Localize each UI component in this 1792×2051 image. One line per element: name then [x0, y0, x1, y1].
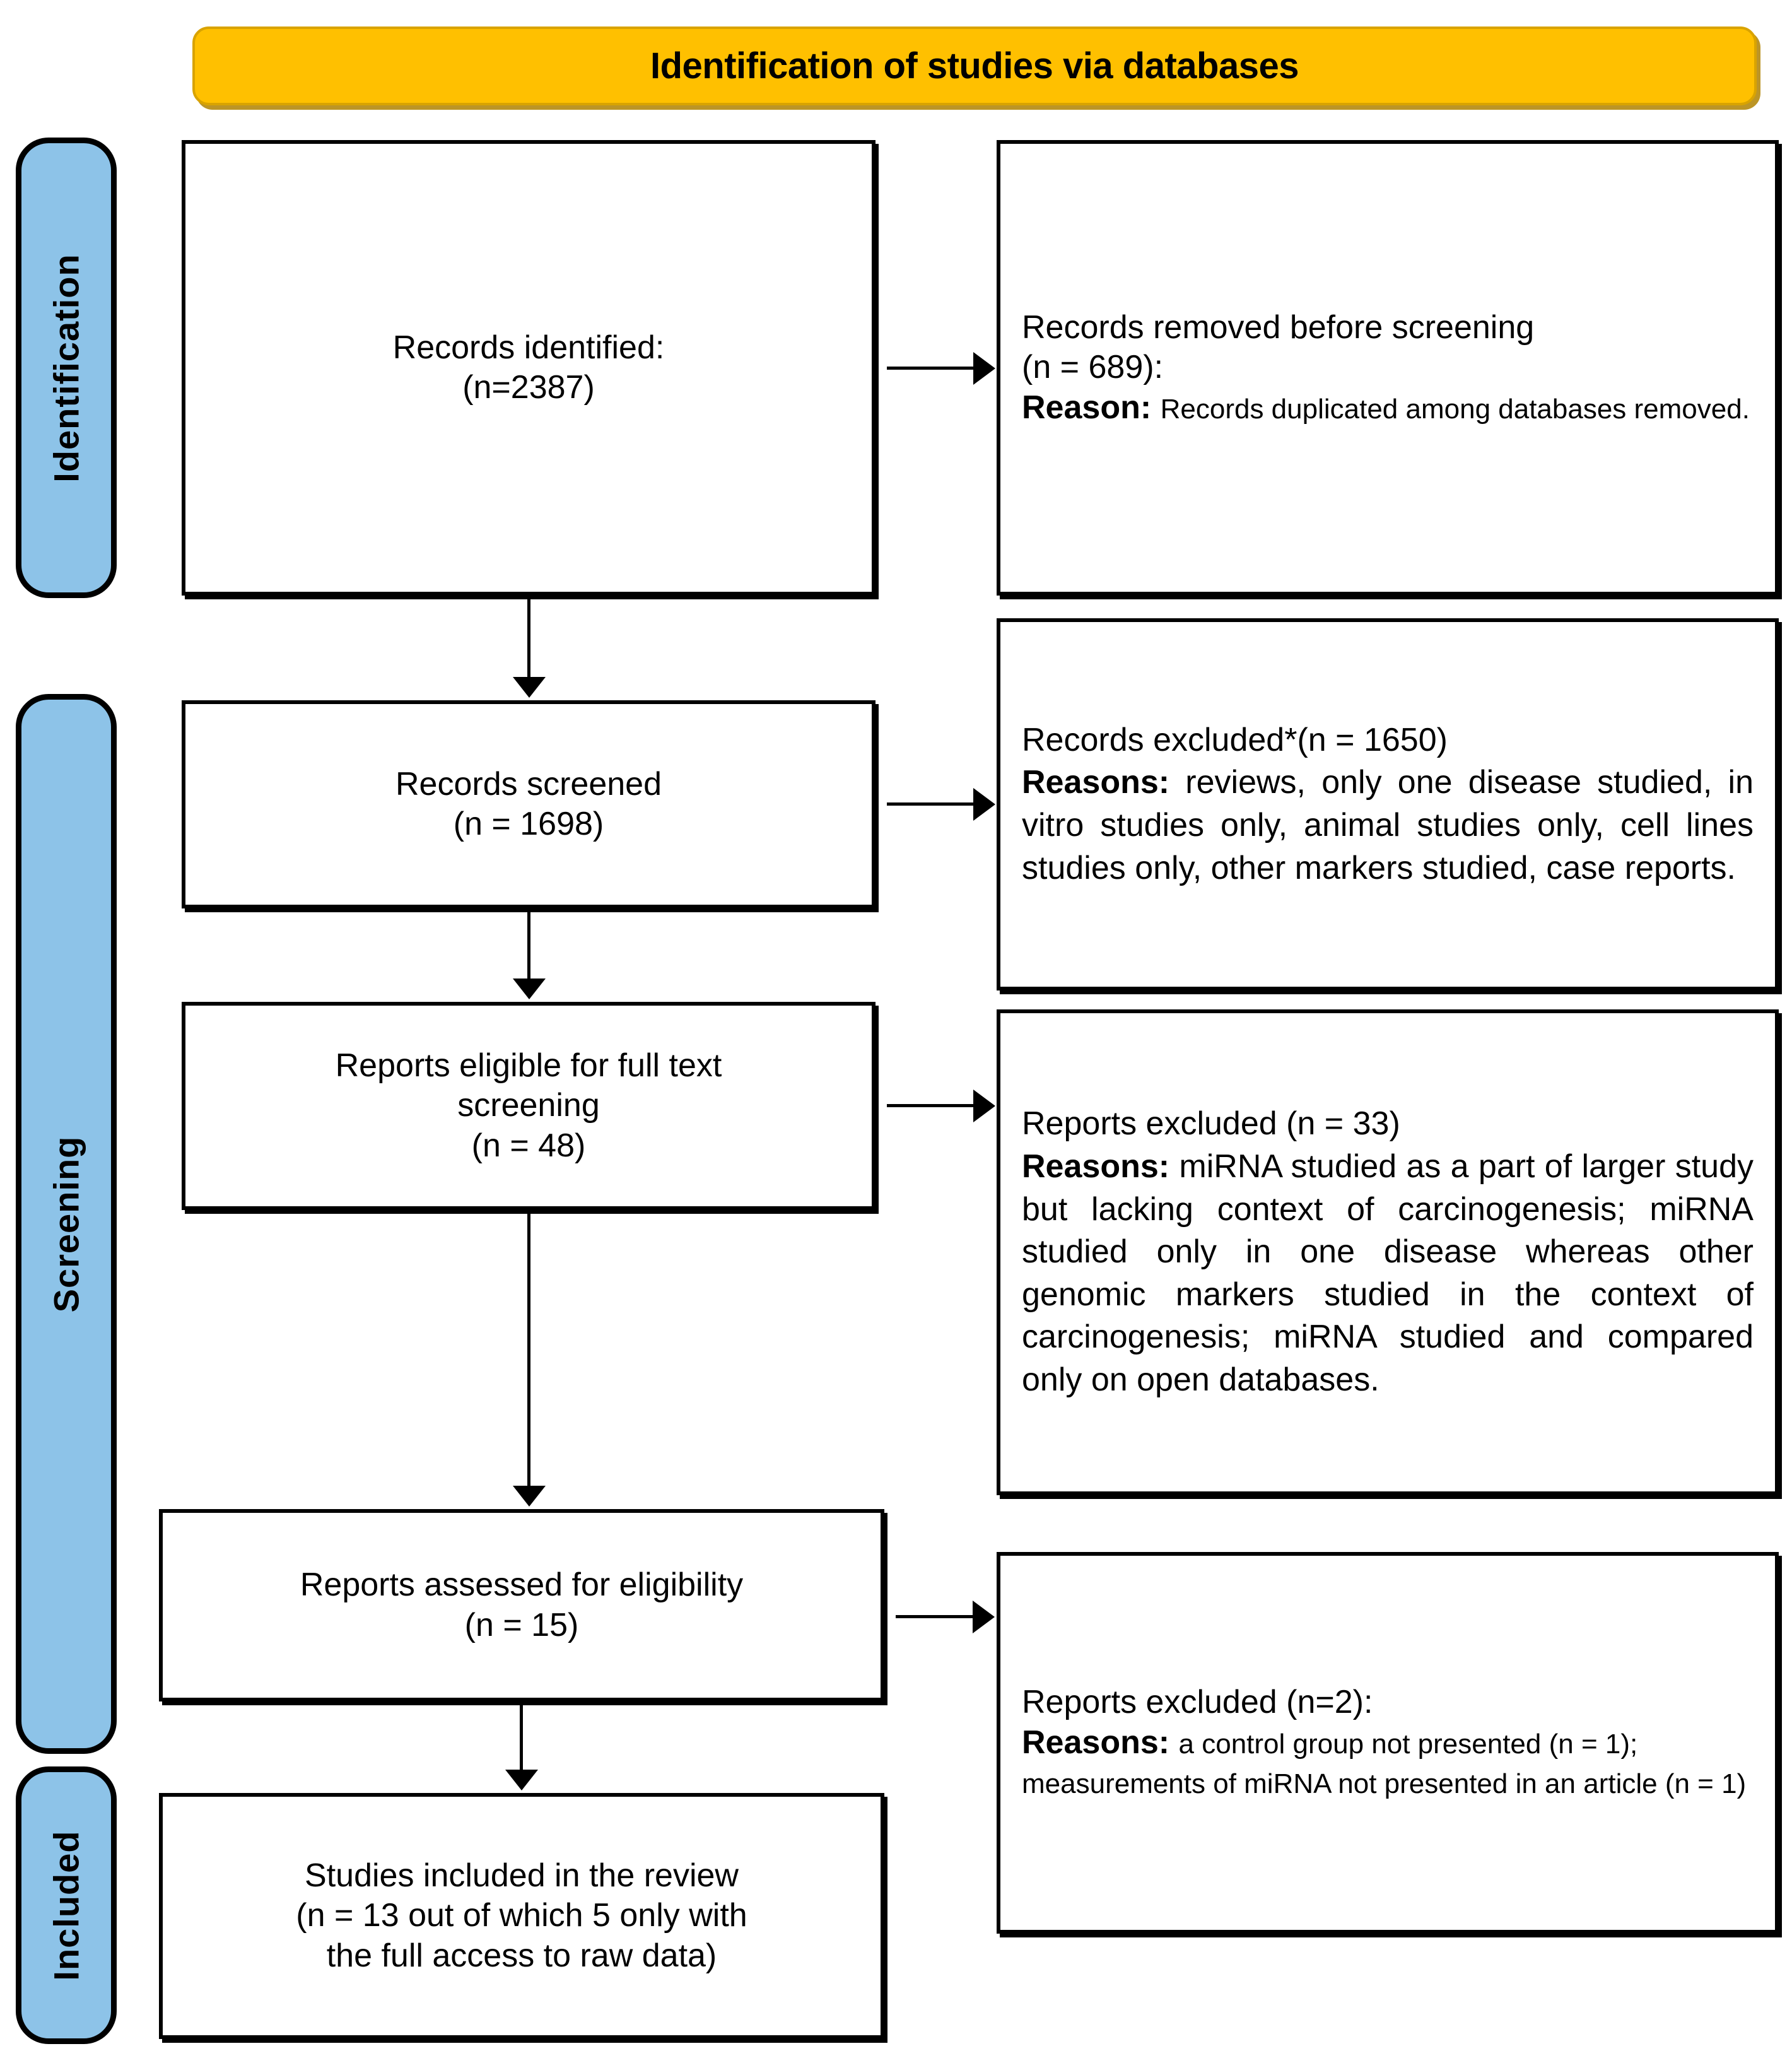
node-records-removed: Records removed before screening (n = 68… [997, 140, 1779, 596]
reports-excluded-line1: Reports excluded (n = 33) [1022, 1105, 1400, 1143]
studies-included-line3: the full access to raw data) [326, 1937, 717, 1974]
records-excluded-reason-text: reviews, only one disease studied, in vi… [1022, 764, 1754, 886]
arrow-assessed-to-excluded [896, 1615, 975, 1618]
node-studies-included-text: Studies included in the review (n = 13 o… [179, 1856, 864, 1976]
node-records-removed-text: Records removed before screening (n = 68… [1022, 308, 1754, 428]
records-screened-line1: Records screened [395, 765, 662, 802]
records-screened-line2: (n = 1698) [453, 806, 604, 842]
node-reports-assessed: Reports assessed for eligibility (n = 15… [159, 1509, 884, 1701]
arrow-identified-to-removed [887, 367, 975, 370]
node-reports-excluded-text: Reports excluded (n = 33) Reasons: miRNA… [1022, 1103, 1754, 1401]
node-records-excluded-text: Records excluded*(n = 1650) Reasons: rev… [1022, 719, 1754, 890]
reports-assessed-line2: (n = 15) [464, 1606, 579, 1643]
arrow-screened-to-eligible [527, 911, 530, 980]
records-removed-reason-row: Reason: Records duplicated among databas… [1022, 388, 1754, 428]
stage-label-screening: Screening [16, 694, 117, 1754]
node-reports-assessed-text: Reports assessed for eligibility (n = 15… [179, 1565, 864, 1645]
records-excluded-line1: Records excluded*(n = 1650) [1022, 721, 1448, 758]
node-reports-excluded: Reports excluded (n = 33) Reasons: miRNA… [997, 1009, 1779, 1495]
reports-excluded-2-line1: Reports excluded (n=2): [1022, 1684, 1373, 1721]
reports-excluded-reason-text: miRNA studied as a part of larger study … [1022, 1148, 1754, 1398]
diagram-banner: Identification of studies via databases [192, 26, 1757, 105]
stage-label-identification: Identification [16, 138, 117, 598]
reports-excluded-reason-row: Reasons: miRNA studied as a part of larg… [1022, 1146, 1754, 1402]
stage-identification-text: Identification [46, 253, 86, 483]
reports-eligible-line2: screening [457, 1087, 600, 1124]
records-identified-line1: Records identified: [392, 329, 665, 366]
reports-eligible-line1: Reports eligible for full text [335, 1047, 722, 1084]
node-records-identified-text: Records identified: (n=2387) [202, 328, 855, 408]
records-removed-line1: Records removed before screening [1022, 309, 1535, 346]
records-removed-reason-text: Records duplicated among databases remov… [1160, 393, 1750, 425]
node-records-screened: Records screened (n = 1698) [182, 700, 876, 908]
node-reports-eligible: Reports eligible for full text screening… [182, 1002, 876, 1210]
studies-included-line2: (n = 13 out of which 5 only with [296, 1897, 747, 1934]
node-studies-included: Studies included in the review (n = 13 o… [159, 1793, 884, 2039]
studies-included-line1: Studies included in the review [305, 1857, 739, 1894]
arrow-eligible-to-excluded [887, 1104, 975, 1107]
node-records-screened-text: Records screened (n = 1698) [202, 765, 855, 845]
banner-title: Identification of studies via databases [650, 45, 1299, 86]
arrow-identified-to-screened [527, 599, 530, 679]
stage-included-text: Included [46, 1830, 86, 1981]
reports-assessed-line1: Reports assessed for eligibility [300, 1566, 744, 1604]
records-removed-line2: (n = 689): [1022, 349, 1164, 386]
stage-screening-text: Screening [46, 1136, 86, 1312]
node-reports-excluded-2: Reports excluded (n=2): Reasons: a contr… [997, 1552, 1779, 1934]
reports-excluded-reason-label: Reasons: [1022, 1148, 1170, 1185]
arrow-screened-to-excluded [887, 802, 975, 806]
node-reports-excluded-2-text: Reports excluded (n=2): Reasons: a contr… [1022, 1683, 1754, 1802]
reports-eligible-line3: (n = 48) [471, 1127, 586, 1164]
reports-excluded-2-reason-label: Reasons: [1022, 1724, 1170, 1761]
node-records-identified: Records identified: (n=2387) [182, 140, 876, 596]
node-records-excluded: Records excluded*(n = 1650) Reasons: rev… [997, 618, 1779, 990]
arrow-eligible-to-assessed [527, 1213, 530, 1488]
stage-label-included: Included [16, 1766, 117, 2044]
records-excluded-reason-label: Reasons: [1022, 764, 1170, 801]
records-removed-reason-label: Reason: [1022, 389, 1152, 426]
records-excluded-reason-row: Reasons: reviews, only one disease studi… [1022, 761, 1754, 890]
node-reports-eligible-text: Reports eligible for full text screening… [202, 1046, 855, 1166]
reports-excluded-2-reason-text: a control group not presented (n = 1); m… [1022, 1728, 1747, 1800]
arrow-assessed-to-included [520, 1703, 523, 1772]
records-identified-line2: (n=2387) [462, 369, 595, 406]
reports-excluded-2-reason-row: Reasons: a control group not presented (… [1022, 1723, 1754, 1803]
